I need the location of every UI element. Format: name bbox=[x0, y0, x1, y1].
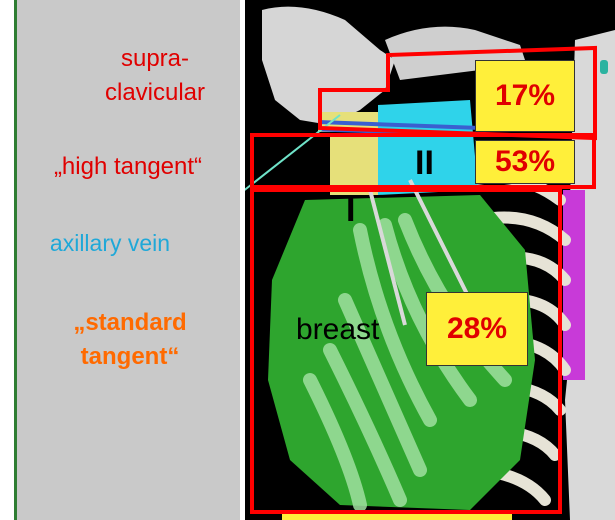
supraclavicular-label-line1: supra- bbox=[90, 42, 220, 76]
panel-border-line bbox=[14, 0, 17, 520]
supraclavicular-label-line2: clavicular bbox=[90, 76, 220, 110]
panel-margin bbox=[0, 0, 14, 520]
high-tangent-label: „high tangent“ bbox=[8, 150, 248, 184]
supraclavicular-label: supra- clavicular bbox=[90, 42, 220, 110]
high-tangent-percent-box: 53% bbox=[475, 140, 575, 184]
level-I-label: I bbox=[346, 192, 355, 228]
breast-percent: 28% bbox=[447, 312, 507, 346]
standard-tangent-label: „standard tangent“ bbox=[30, 306, 230, 374]
supraclavicular-percent: 17% bbox=[495, 79, 555, 113]
level-II-label: II bbox=[415, 145, 434, 181]
standard-tangent-label-line2: tangent“ bbox=[30, 340, 230, 374]
supraclavicular-percent-box: 17% bbox=[475, 60, 575, 132]
high-tangent-percent: 53% bbox=[495, 145, 555, 179]
breast-percent-box: 28% bbox=[426, 292, 528, 366]
axillary-vein-label: axillary vein bbox=[10, 226, 210, 260]
spine-marker bbox=[600, 60, 608, 74]
bottom-yellow-strip bbox=[282, 514, 512, 520]
standard-tangent-label-line1: „standard bbox=[30, 306, 230, 340]
breast-label: breast bbox=[296, 312, 379, 348]
